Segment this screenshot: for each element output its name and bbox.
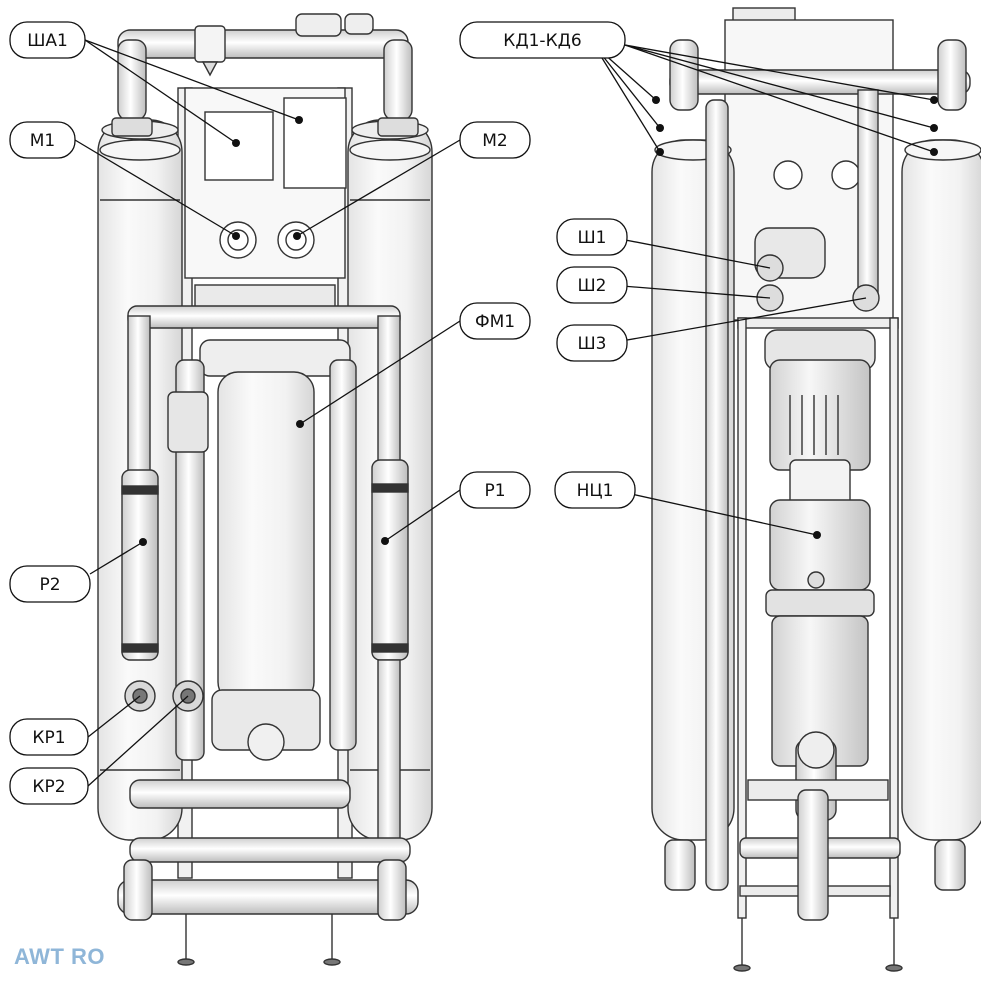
callout-kd: КД1-КД6 bbox=[459, 21, 626, 59]
callout-sh2: Ш2 bbox=[556, 266, 628, 304]
label-nc1: НЦ1 bbox=[577, 481, 614, 501]
callout-m1: М1 bbox=[9, 121, 76, 159]
right-unit bbox=[651, 7, 981, 972]
callout-r1: Р1 bbox=[459, 471, 531, 509]
leader-lines bbox=[74, 39, 935, 787]
leader-dots bbox=[139, 96, 938, 546]
left-unit bbox=[97, 13, 433, 966]
label-kd: КД1-КД6 bbox=[503, 31, 581, 51]
label-fm1: ФМ1 bbox=[475, 312, 515, 332]
callout-sha1: ША1 bbox=[9, 21, 86, 59]
callout-sh3: Ш3 bbox=[556, 324, 628, 362]
label-sh1: Ш1 bbox=[578, 228, 607, 248]
label-sh3: Ш3 bbox=[578, 334, 607, 354]
label-kr1: КР1 bbox=[32, 728, 65, 748]
label-r2: Р2 bbox=[39, 575, 60, 595]
callout-kr1: КР1 bbox=[9, 718, 89, 756]
label-m2: М2 bbox=[482, 131, 507, 151]
callout-r2: Р2 bbox=[9, 565, 91, 603]
label-r1: Р1 bbox=[484, 481, 505, 501]
label-sha1: ША1 bbox=[27, 31, 68, 51]
label-sh2: Ш2 bbox=[578, 276, 607, 296]
label-kr2: КР2 bbox=[32, 777, 65, 797]
callout-kr2: КР2 bbox=[9, 767, 89, 805]
callout-sh1: Ш1 bbox=[556, 218, 628, 256]
label-m1: М1 bbox=[30, 131, 55, 151]
callout-fm1: ФМ1 bbox=[459, 302, 531, 340]
brand-watermark: AWT RO bbox=[14, 944, 105, 969]
callout-nc1: НЦ1 bbox=[554, 471, 636, 509]
callout-m2: М2 bbox=[459, 121, 531, 159]
